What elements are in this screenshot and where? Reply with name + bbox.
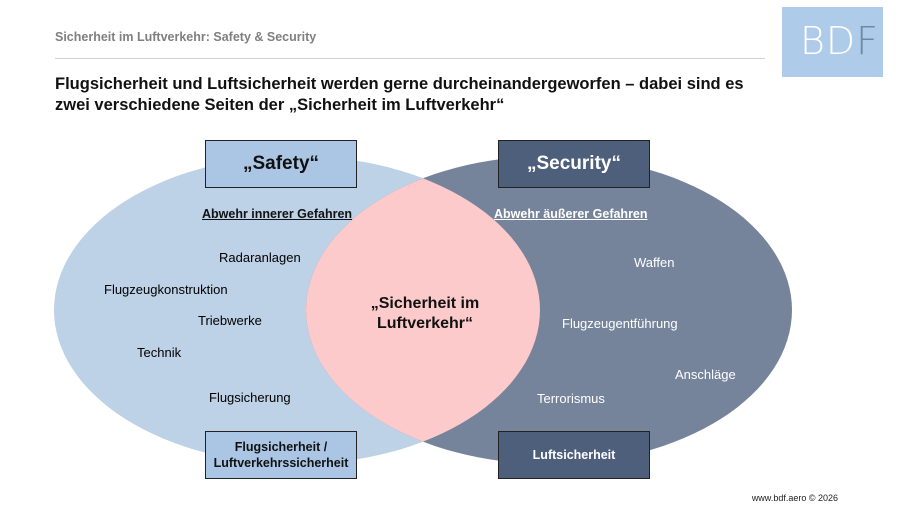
bdf-logo: BDF bbox=[782, 7, 883, 77]
section-title: Sicherheit im Luftverkehr: Safety & Secu… bbox=[55, 30, 317, 44]
safety-item: Flugsicherung bbox=[209, 390, 291, 405]
security-heading-box: „Security“ bbox=[498, 140, 650, 188]
security-subheading: Abwehr äußerer Gefahren bbox=[494, 207, 648, 221]
overlap-label: „Sicherheit im Luftverkehr“ bbox=[370, 295, 480, 332]
safety-item: Flugzeugkonstruktion bbox=[104, 282, 228, 297]
security-footer-box: Luftsicherheit bbox=[498, 431, 650, 479]
safety-subheading: Abwehr innerer Gefahren bbox=[202, 207, 353, 221]
security-item: Flugzeugentführung bbox=[562, 316, 678, 331]
safety-item: Triebwerke bbox=[198, 313, 262, 328]
footer-copyright: www.bdf.aero © 2026 bbox=[751, 493, 838, 503]
safety-item: Radaranlagen bbox=[219, 250, 301, 265]
safety-heading-box: „Safety“ bbox=[205, 140, 357, 188]
security-item: Anschläge bbox=[675, 367, 736, 382]
header-divider bbox=[55, 58, 765, 59]
security-item: Terrorismus bbox=[537, 391, 605, 406]
safety-item: Technik bbox=[137, 345, 182, 360]
safety-footer-box: Flugsicherheit / Luftverkehrssicherheit bbox=[205, 431, 357, 479]
overlap-lens bbox=[306, 156, 540, 464]
security-item: Waffen bbox=[634, 255, 675, 270]
slide-title: Flugsicherheit und Luftsicherheit werden… bbox=[55, 75, 744, 114]
